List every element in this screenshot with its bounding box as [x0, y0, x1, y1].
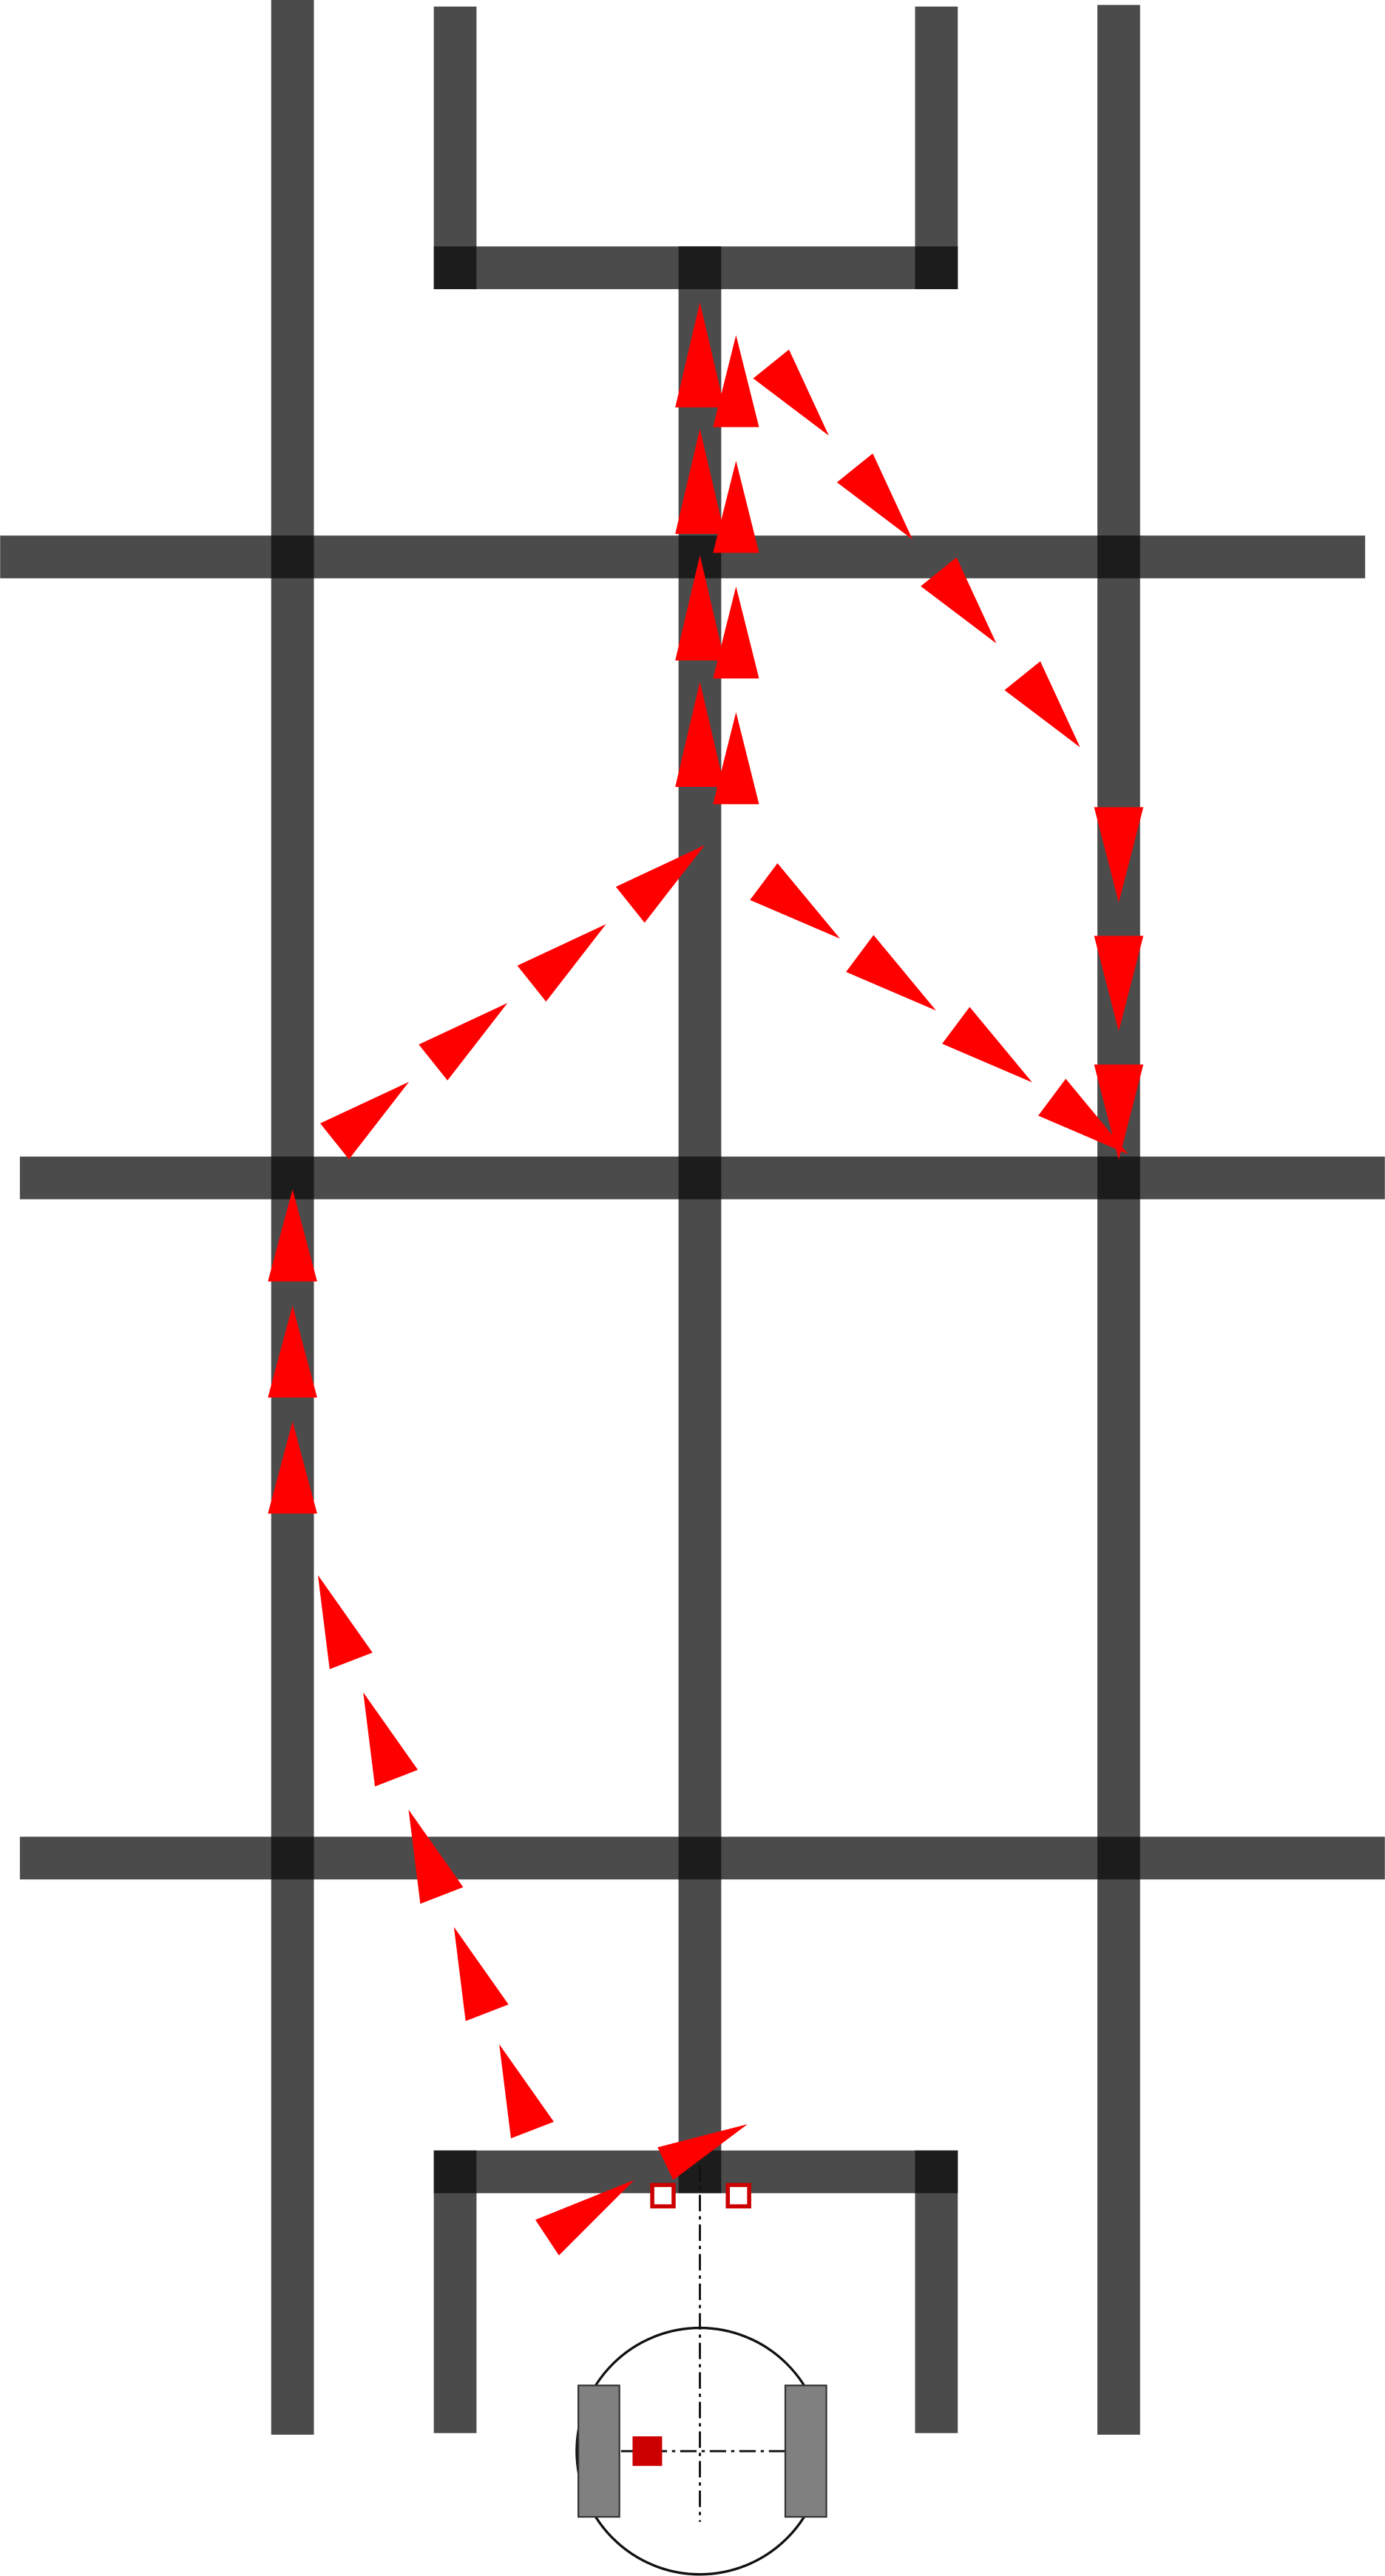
path-arrow-icon — [1004, 661, 1080, 748]
path-arrow-icon — [363, 1692, 419, 1787]
path-arrow-icon — [419, 1003, 508, 1081]
vertical-track — [678, 246, 722, 2172]
path-arrow-icon — [713, 711, 759, 805]
vertical-track — [915, 6, 958, 289]
junction-marker — [1097, 535, 1140, 578]
path-arrow-icon — [517, 924, 606, 1002]
path-arrow-icon — [1094, 1064, 1144, 1160]
path-arrow-icon — [317, 1575, 373, 1669]
right-sensor — [725, 2183, 751, 2208]
junction-marker — [915, 2150, 958, 2194]
robot — [575, 2165, 827, 2576]
path-arrow-icon — [836, 453, 913, 540]
path-arrow-icon — [675, 681, 725, 788]
junction-marker — [678, 1836, 722, 1880]
junction-marker — [271, 1836, 314, 1880]
vertical-track — [433, 6, 477, 289]
junction-marker — [1097, 1836, 1140, 1880]
path-arrow-icon — [615, 845, 705, 923]
path-arrow-icon — [713, 586, 759, 679]
vertical-track — [433, 2150, 477, 2433]
path-arrow-icon — [713, 335, 759, 427]
path-arrow-icon — [535, 2180, 634, 2256]
path-arrow-icon — [268, 1189, 317, 1282]
path-arrow-icon — [408, 1809, 464, 1904]
path-arrow-icon — [499, 2044, 555, 2139]
path-arrow-icon — [713, 461, 759, 553]
path-arrow-icon — [320, 1081, 410, 1160]
left-sensor — [650, 2183, 676, 2208]
path-arrow-icon — [675, 428, 725, 534]
path-arrow-icon — [657, 2124, 748, 2180]
path-arrow-icon — [750, 863, 840, 939]
junction-marker — [915, 246, 958, 289]
junction-marker — [271, 535, 314, 578]
path-arrows — [268, 302, 1144, 2256]
junction-marker — [678, 1156, 722, 1200]
path-arrow-icon — [846, 935, 936, 1011]
path-arrow-icon — [675, 555, 725, 660]
path-arrow-icon — [921, 557, 997, 643]
junction-marker — [678, 246, 722, 289]
junction-marker — [1097, 1156, 1140, 1200]
path-arrow-icon — [942, 1007, 1032, 1083]
vertical-track — [915, 2150, 958, 2433]
junction-markers — [271, 246, 1140, 2194]
left-wheel — [578, 2384, 620, 2518]
path-arrow-icon — [268, 1421, 317, 1514]
path-arrow-icon — [753, 349, 829, 436]
path-arrow-icon — [1094, 936, 1144, 1032]
junction-marker — [433, 2150, 477, 2194]
path-arrow-icon — [1038, 1078, 1128, 1155]
path-arrow-icon — [1094, 807, 1144, 903]
right-wheel — [784, 2384, 827, 2518]
path-arrow-icon — [453, 1927, 509, 2021]
path-arrow-icon — [675, 302, 725, 408]
vertical-track — [1097, 4, 1140, 2435]
path-arrow-icon — [268, 1305, 317, 1398]
junction-marker — [433, 246, 477, 289]
robot-center-marker — [632, 2436, 663, 2467]
